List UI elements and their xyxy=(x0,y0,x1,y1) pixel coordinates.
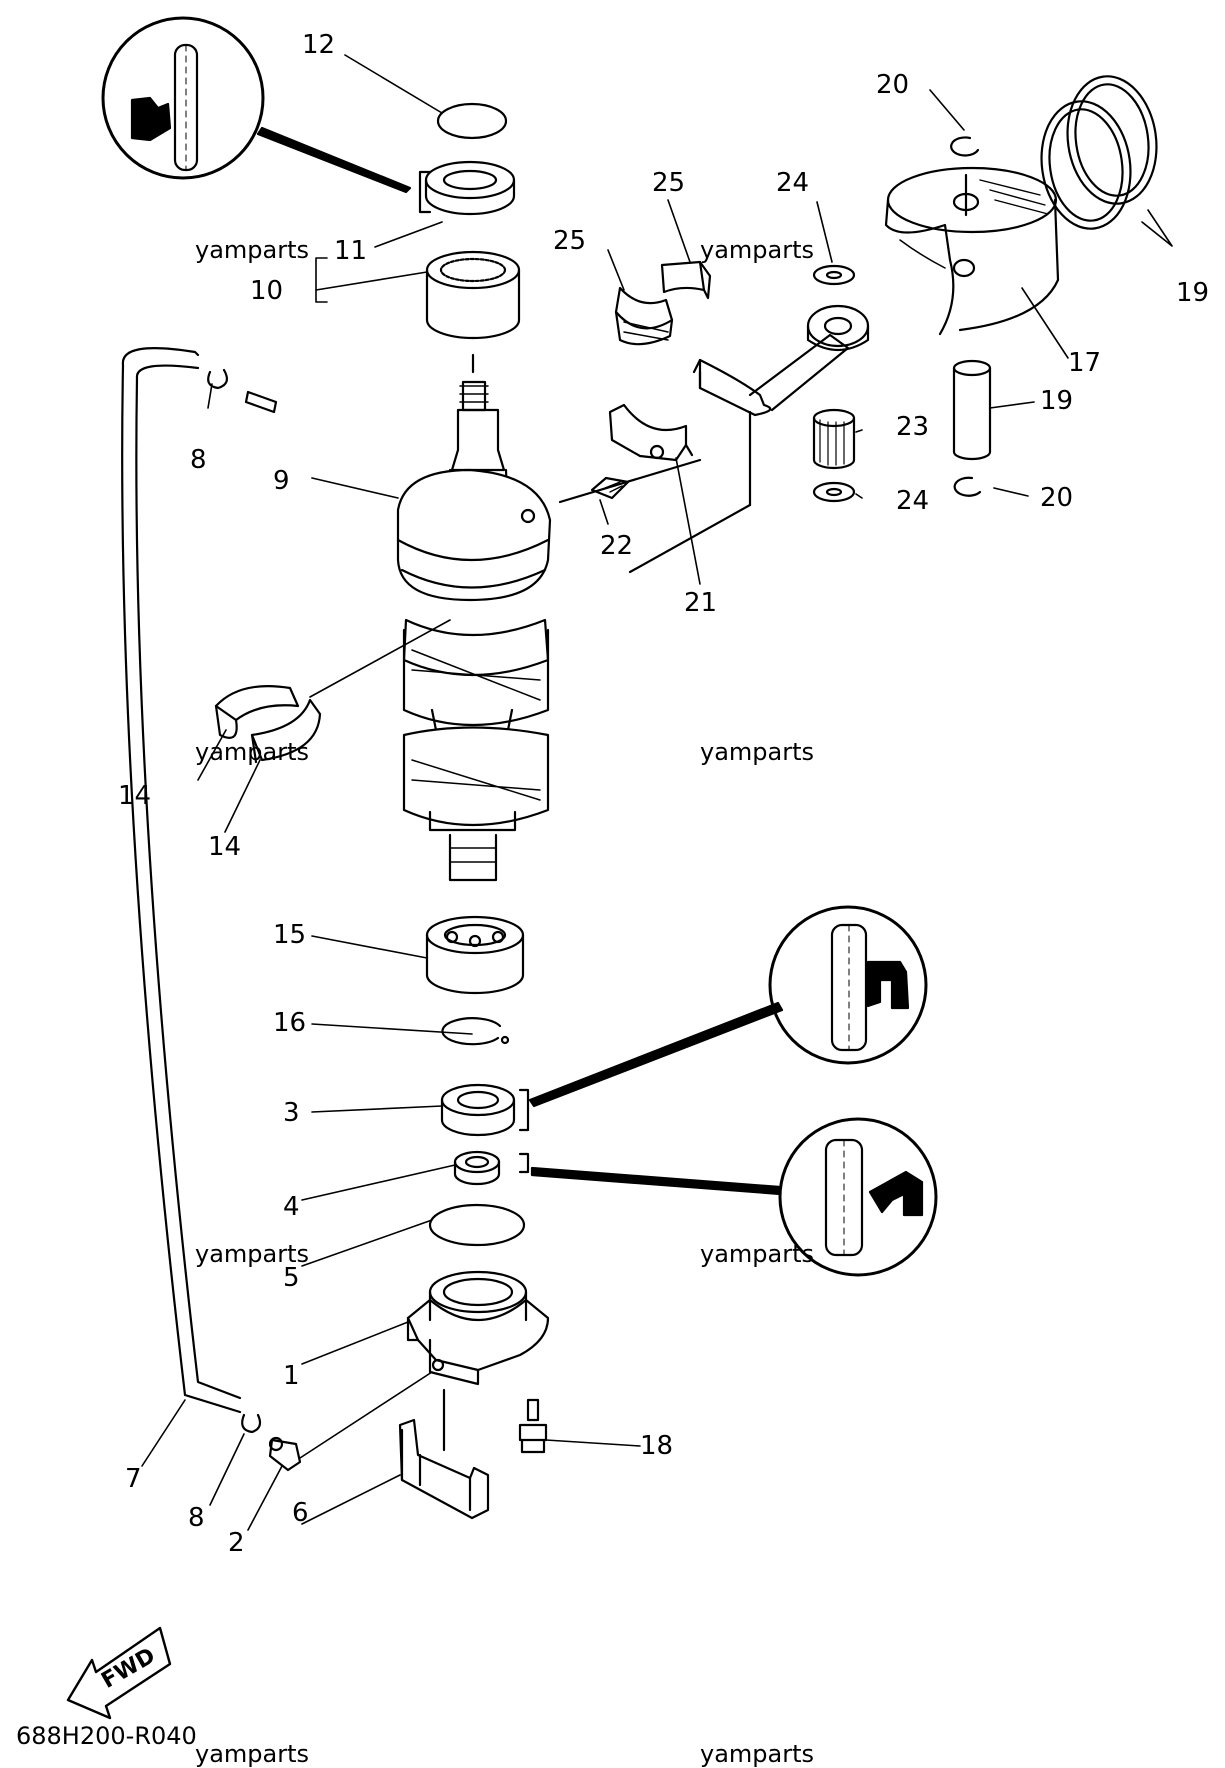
label-part-12: 11 xyxy=(334,236,368,266)
part-18-piston-rings xyxy=(1040,75,1158,230)
part-2-fitting xyxy=(268,1436,302,1472)
label-part-25-b: 25 xyxy=(652,168,686,198)
part-15-ball-bearing xyxy=(425,915,525,995)
label-part-2: 2 xyxy=(228,1528,245,1558)
part-5-o-ring xyxy=(428,1203,526,1247)
label-part-23: 23 xyxy=(896,412,930,442)
watermark: yamparts xyxy=(195,1740,310,1768)
part-14-bearing xyxy=(214,685,322,764)
detail-circle-top xyxy=(101,16,412,194)
label-part-15: 15 xyxy=(273,920,307,950)
part-21-rod-cap xyxy=(608,403,694,462)
watermark: yamparts xyxy=(700,1740,815,1768)
watermark: yamparts xyxy=(195,236,310,264)
part-24-washer-bottom xyxy=(812,481,856,503)
watermark: yamparts xyxy=(700,236,815,264)
part-20-clip-bottom xyxy=(953,476,982,497)
fwd-arrow-icon xyxy=(66,1626,172,1720)
part-19-piston-pin xyxy=(952,359,992,461)
label-part-14-a: 14 xyxy=(118,781,152,811)
label-part-4: 4 xyxy=(283,1192,300,1222)
part-20-clip-top xyxy=(950,136,980,157)
label-part-6: 6 xyxy=(292,1498,309,1528)
leader-lines xyxy=(141,54,1173,1531)
watermark: yamparts xyxy=(195,738,310,766)
label-part-13: 12 xyxy=(302,30,336,60)
label-part-16: 16 xyxy=(273,1008,307,1038)
label-part-14-b: 14 xyxy=(208,832,242,862)
watermark: yamparts xyxy=(700,1240,815,1268)
label-part-8-top: 8 xyxy=(190,445,207,475)
part-13-o-ring xyxy=(436,102,508,140)
detail-circle-mid xyxy=(528,905,928,1108)
label-part-7: 7 xyxy=(125,1464,142,1494)
label-part-18: 19 xyxy=(1176,278,1210,308)
label-part-25-a: 25 xyxy=(553,226,587,256)
label-part-20-top: 20 xyxy=(876,70,910,100)
label-part-21: 21 xyxy=(684,588,718,618)
label-part-5: 5 xyxy=(283,1263,300,1293)
part-6-bracket xyxy=(398,1388,490,1520)
part-17-piston xyxy=(884,166,1060,336)
part-3-oil-seal xyxy=(440,1083,530,1137)
watermark: yamparts xyxy=(195,1240,310,1268)
part-9-bolt xyxy=(518,1398,548,1454)
watermark: yamparts xyxy=(700,738,815,766)
part-23-needle-bearing xyxy=(812,408,856,470)
label-part-1: 1 xyxy=(283,1361,300,1391)
label-part-24-bottom: 24 xyxy=(896,486,930,516)
label-part-3: 3 xyxy=(283,1098,300,1128)
label-part-11: 10 xyxy=(250,276,284,306)
label-part-19: 19 xyxy=(1040,386,1074,416)
part-11-bearing xyxy=(425,250,521,340)
connecting-rod xyxy=(558,304,870,574)
label-part-9: 18 xyxy=(640,1431,674,1461)
detail-circle-low xyxy=(530,1117,938,1277)
part-10-crankshaft xyxy=(396,353,552,882)
part-24-washer-top xyxy=(812,264,856,286)
part-8-clip-top xyxy=(207,368,278,414)
label-part-22: 22 xyxy=(600,531,634,561)
part-7-hose xyxy=(121,347,242,1414)
label-part-20-bottom: 20 xyxy=(1040,483,1074,513)
label-part-8-bottom: 8 xyxy=(188,1503,205,1533)
label-part-17: 17 xyxy=(1068,348,1102,378)
diagram-code: 688H200-R040 xyxy=(16,1722,197,1750)
part-4-oil-seal xyxy=(453,1150,530,1186)
part-12-oil-seal xyxy=(418,160,516,216)
part-25-bearing-left xyxy=(614,286,674,346)
part-25-bearing-right xyxy=(660,260,712,300)
label-part-24-top: 24 xyxy=(776,168,810,198)
label-part-10: 9 xyxy=(273,466,290,496)
part-1-housing xyxy=(406,1270,550,1386)
part-16-circlip xyxy=(441,1017,510,1046)
part-8-clip-bottom xyxy=(241,1413,262,1434)
